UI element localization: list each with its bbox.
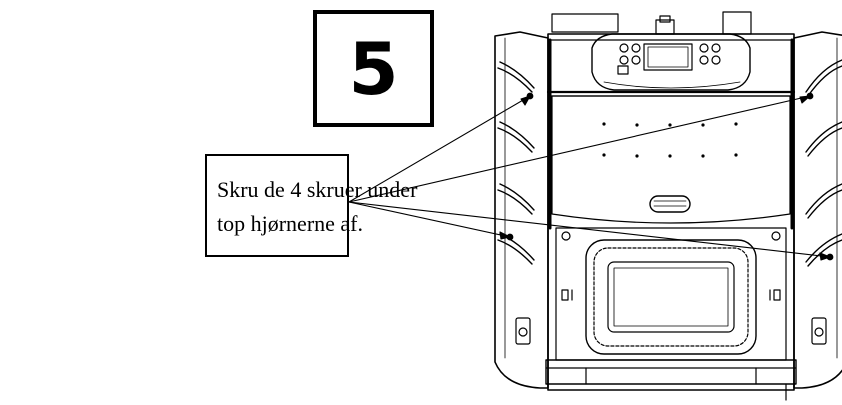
front-body — [546, 33, 796, 391]
callout-line-1: Skru de 4 skruer under — [217, 177, 418, 202]
step-number-box: 5 — [313, 10, 434, 127]
bottom-plinth — [515, 317, 827, 401]
leader-lines — [348, 95, 831, 261]
callout-line-2: top hjørnerne af. — [217, 211, 363, 236]
door-dots — [602, 122, 738, 158]
instruction-callout: Skru de 4 skruer under top hjørnerne af. — [205, 154, 418, 257]
upper-door — [551, 95, 791, 224]
left-louvres — [497, 61, 535, 265]
control-panel — [591, 33, 751, 91]
left-side-panel — [494, 31, 549, 389]
right-louvres — [805, 59, 842, 267]
top-connectors — [551, 11, 752, 35]
step-number: 5 — [348, 26, 399, 111]
right-side-panel — [793, 31, 842, 389]
